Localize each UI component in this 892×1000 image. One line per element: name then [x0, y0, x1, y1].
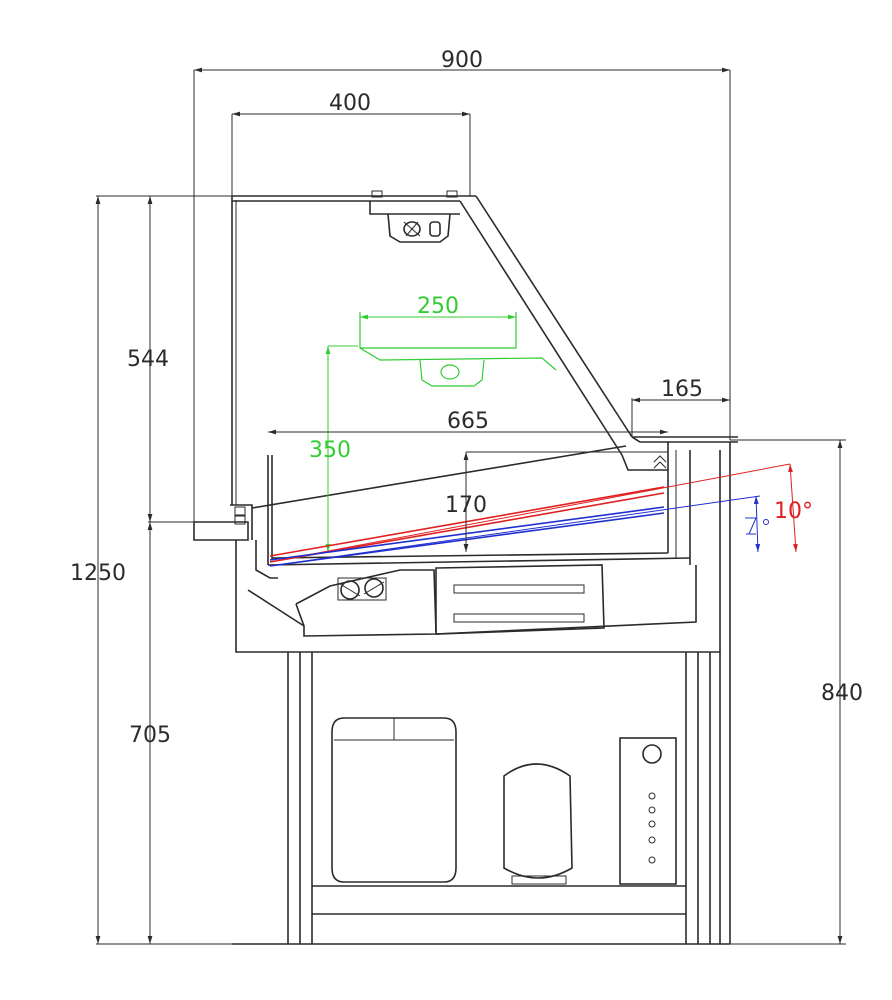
- tilt-angle-label: 10°: [774, 499, 813, 524]
- dim-total-height: 1250: [70, 561, 126, 586]
- dim-bed-width: 665: [447, 409, 489, 434]
- dim-right-depth: 165: [661, 377, 703, 402]
- dim-top-width: 400: [329, 91, 371, 116]
- receiver-tank: [503, 763, 573, 885]
- control-panel: [619, 737, 677, 885]
- dim-counter-height: 840: [821, 681, 863, 706]
- compressor: [331, 717, 457, 883]
- evaporator-coil: [435, 564, 605, 635]
- base-frame: [232, 442, 731, 945]
- display-cabinet: [193, 190, 738, 945]
- dim-upper-height: 544: [127, 347, 169, 372]
- dim-shelf-height: 350: [309, 438, 351, 463]
- dim-shelf-width: 250: [417, 294, 459, 319]
- dim-bed-height: 170: [445, 493, 487, 518]
- tilt-indicator: 10°: [269, 463, 813, 567]
- evaporator-fan: [295, 569, 437, 633]
- shelf-lamp: 250 350: [309, 294, 557, 552]
- lamp-top: [387, 213, 451, 243]
- dim-base-height: 705: [129, 723, 171, 748]
- dimension-lines: [95, 67, 846, 945]
- dim-overall-width: 900: [441, 48, 483, 73]
